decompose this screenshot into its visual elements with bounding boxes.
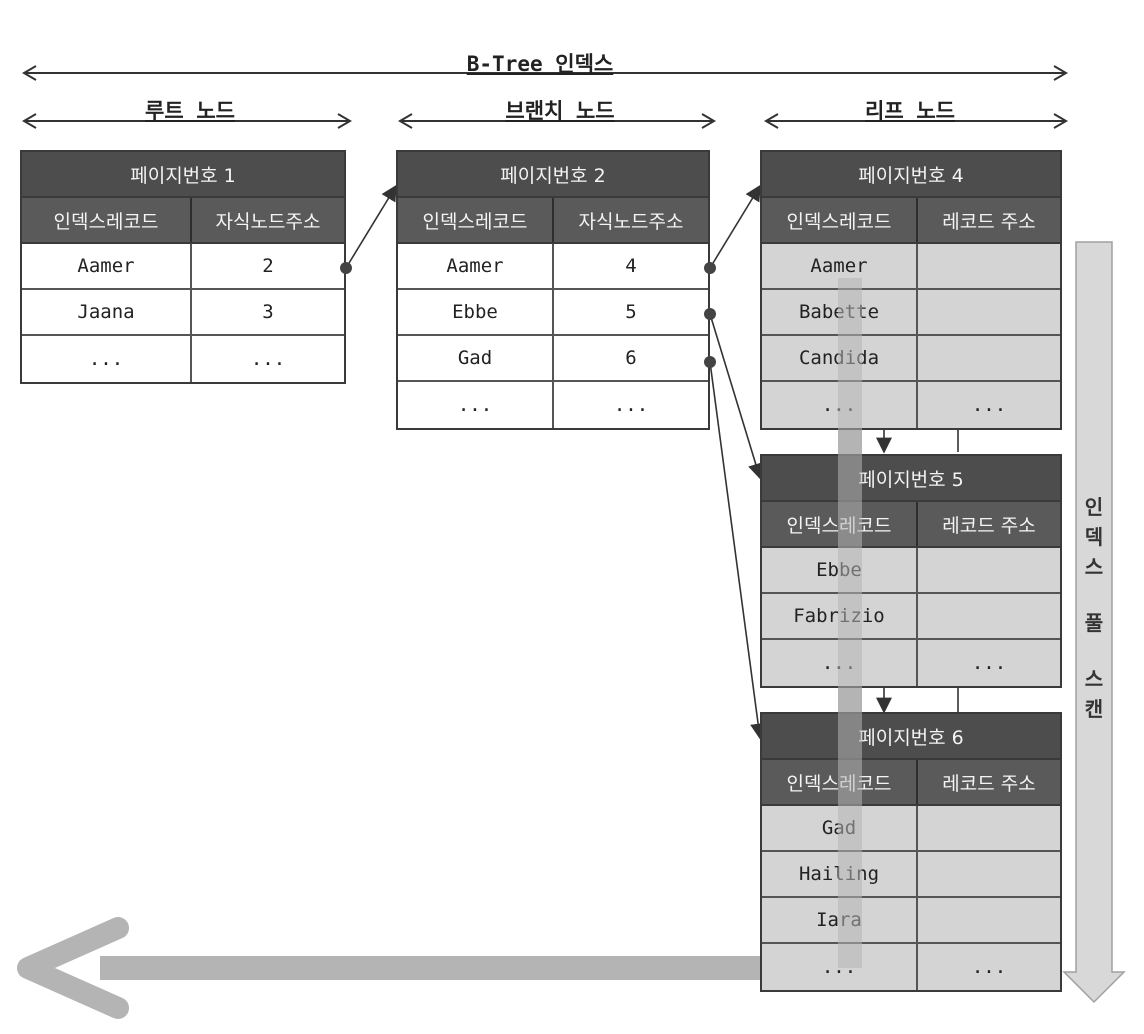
root-node: 페이지번호 1 인덱스레코드 자식노드주소 Aamer 2 Jaana 3 ..… [20,150,346,384]
index-key: ... [22,336,192,382]
table-row: Aamer [762,244,1060,290]
root-level-label: 루트 노드 [145,99,235,123]
span-arrows [22,65,1068,129]
index-key: Iara [762,898,918,942]
record-address: ... [918,640,1060,686]
column-record-address: 레코드 주소 [942,210,1036,233]
table-row: Hailing [762,852,1060,898]
scan-char: 덱 [1084,525,1104,549]
leaf-node-5: 페이지번호 5 인덱스레코드 레코드 주소 Ebbe Fabrizio ... … [760,454,1062,688]
column-record-address: 레코드 주소 [942,514,1036,537]
index-key: ... [762,382,918,428]
table-row: ... ... [762,640,1060,686]
record-address [918,852,1060,896]
child-address: 5 [625,301,637,323]
leaf5-page-number: 페이지번호 5 [762,456,1060,502]
index-key: Gad [398,336,554,380]
column-index-record: 인덱스레코드 [762,502,918,546]
child-address: ... [613,394,649,416]
index-key: Fabrizio [762,594,918,638]
pointer-root-branch [345,184,397,269]
table-row: Gad [762,806,1060,852]
record-address [918,548,1060,592]
index-key: Aamer [762,244,918,288]
scan-char: 풀 [1084,611,1104,635]
index-key: Gad [762,806,918,850]
child-address: 3 [262,301,274,323]
table-row: ... ... [762,382,1060,428]
table-row: ... ... [762,944,1060,990]
branch-level-label: 브랜치 노드 [505,99,615,123]
leaf6-page-number: 페이지번호 6 [762,714,1060,760]
child-address: 4 [625,255,637,277]
leaf4-column-header: 인덱스레코드 레코드 주소 [762,198,1060,244]
record-address [918,898,1060,942]
table-row: ... ... [22,336,344,382]
table-row: Fabrizio [762,594,1060,640]
leaf-node-6: 페이지번호 6 인덱스레코드 레코드 주소 Gad Hailing Iara .… [760,712,1062,992]
table-row: Aamer 4 [398,244,708,290]
table-row: Jaana 3 [22,290,344,336]
branch-node: 페이지번호 2 인덱스레코드 자식노드주소 Aamer 4 Ebbe 5 Gad… [396,150,710,430]
child-address: 2 [262,255,274,277]
scan-char: 인 [1084,495,1104,519]
pointer-branch-leaf4 [709,184,761,269]
table-row: Candida [762,336,1060,382]
scan-return-arrow [17,917,860,1019]
table-row: ... ... [398,382,708,428]
table-row: Babette [762,290,1060,336]
scan-char: 스 [1084,667,1104,691]
child-address: ... [250,348,286,370]
pointer-branch-leaf6 [709,361,767,740]
column-index-record: 인덱스레코드 [22,198,192,242]
index-key: ... [762,944,918,990]
full-scan-label: 인 덱 스 풀 스 캔 [1078,492,1110,724]
index-key: Ebbe [762,548,918,592]
column-record-address: 레코드 주소 [942,772,1036,795]
index-key: Ebbe [398,290,554,334]
table-row: Aamer 2 [22,244,344,290]
leaf5-column-header: 인덱스레코드 레코드 주소 [762,502,1060,548]
index-key: ... [762,640,918,686]
scan-char: 스 [1084,555,1104,579]
table-row: Ebbe 5 [398,290,708,336]
leaf-node-4: 페이지번호 4 인덱스레코드 레코드 주소 Aamer Babette Cand… [760,150,1062,430]
column-child-address: 자식노드주소 [578,210,684,233]
index-key: Hailing [762,852,918,896]
table-row: Gad 6 [398,336,708,382]
column-index-record: 인덱스레코드 [398,198,554,242]
column-index-record: 인덱스레코드 [762,198,918,242]
record-address: ... [918,382,1060,428]
index-key: Aamer [398,244,554,288]
pointer-branch-leaf5 [709,313,764,480]
column-child-address: 자식노드주소 [215,210,321,233]
index-key: Aamer [22,244,192,288]
index-key: Jaana [22,290,192,334]
record-address [918,594,1060,638]
scan-char: 캔 [1084,697,1104,721]
branch-column-header: 인덱스레코드 자식노드주소 [398,198,708,244]
record-address [918,290,1060,334]
leaf6-column-header: 인덱스레코드 레코드 주소 [762,760,1060,806]
leaf-level-label: 리프 노드 [865,99,955,123]
root-page-number: 페이지번호 1 [22,152,344,198]
record-address: ... [918,944,1060,990]
record-address [918,336,1060,380]
record-address [918,244,1060,288]
table-row: Iara [762,898,1060,944]
table-row: Ebbe [762,548,1060,594]
full-scan-arrow [1062,241,1126,1004]
leaf4-page-number: 페이지번호 4 [762,152,1060,198]
record-address [918,806,1060,850]
root-column-header: 인덱스레코드 자식노드주소 [22,198,344,244]
index-key: Babette [762,290,918,334]
child-address: 6 [625,347,637,369]
btree-title: B-Tree 인덱스 [466,52,614,76]
index-key: ... [398,382,554,428]
index-key: Candida [762,336,918,380]
branch-page-number: 페이지번호 2 [398,152,708,198]
column-index-record: 인덱스레코드 [762,760,918,804]
